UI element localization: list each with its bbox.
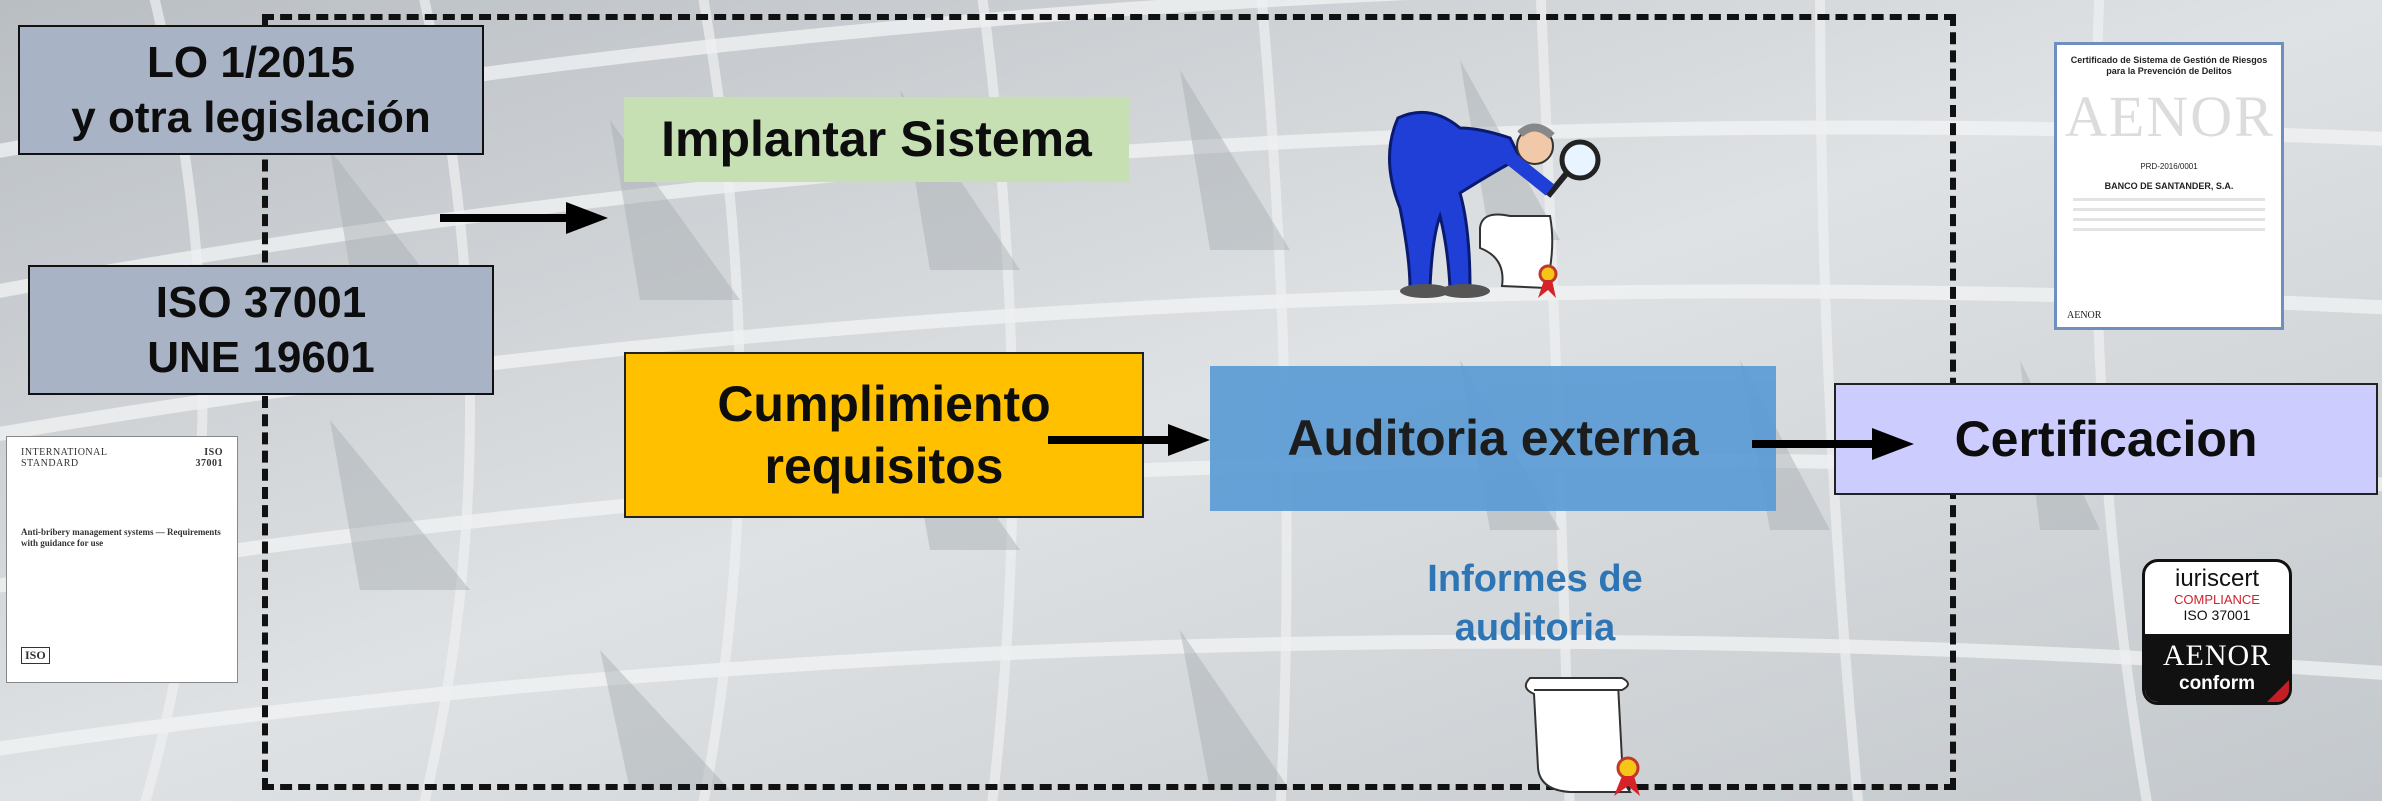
badge-corner [2261, 680, 2289, 702]
certificate-title: Certificado de Sistema de Gestión de Rie… [2070, 55, 2268, 76]
arrow-to-auditoria-icon [1048, 424, 1210, 456]
certificate-text-line [2073, 217, 2265, 221]
certificate-footer: AENOR [2067, 310, 2102, 321]
iso-doc-header-left: INTERNATIONAL STANDARD [21, 447, 108, 469]
implantar-label: Implantar Sistema [661, 111, 1092, 168]
legislation-line-2: y otra legislación [71, 93, 431, 142]
certificate-text-line [2073, 197, 2265, 201]
badge-compliance: COMPLIANCE [2174, 592, 2260, 608]
auditoria-externa-box: Auditoria externa [1210, 366, 1776, 511]
cumplimiento-line-2: requisitos [764, 438, 1004, 494]
arrow-to-implantar-icon [440, 202, 608, 234]
scroll-seal-icon [1524, 676, 1640, 796]
iso-standards-box: ISO 37001 UNE 19601 [28, 265, 494, 395]
arrow-to-certificacion-icon [1752, 428, 1914, 460]
badge-conform: conform [2179, 673, 2255, 694]
cumplimiento-line-1: Cumplimiento [717, 375, 1051, 432]
cumplimiento-requisitos-box: Cumplimiento requisitos [624, 352, 1144, 518]
badge-brand: iuriscert [2174, 565, 2259, 592]
certificacion-label: Certificacion [1954, 410, 2258, 467]
implantar-sistema-box: Implantar Sistema [624, 97, 1129, 182]
informes-line-2: auditoria [1454, 607, 1616, 650]
legislation-box: LO 1/2015 y otra legislación [18, 25, 484, 155]
auditoria-label: Auditoria externa [1287, 410, 1699, 467]
certificate-holder: BANCO DE SANTANDER, S.A. [2104, 180, 2234, 191]
aenor-badge-icon: iuriscert COMPLIANCE ISO 37001 AENOR con… [2142, 559, 2292, 705]
informes-auditoria-label: Informes de auditoria [1420, 555, 1650, 654]
badge-aenor: AENOR [2162, 639, 2272, 672]
certificate-watermark: AENOR [2065, 83, 2275, 149]
iso-doc-title: Anti-bribery management systems — Requir… [21, 527, 221, 548]
informes-line-1: Informes de [1427, 558, 1643, 600]
iso-37001-document-thumbnail: INTERNATIONAL STANDARD ISO 37001 Anti-br… [6, 436, 238, 683]
iso-line-2: UNE 19601 [147, 333, 375, 382]
inspector-magnifier-icon [1388, 110, 1601, 298]
iso-doc-header-right: ISO 37001 [195, 447, 223, 469]
certificate-text-line [2073, 207, 2265, 211]
badge-standard: ISO 37001 [2183, 606, 2251, 623]
iso-doc-logo: ISO [21, 647, 50, 664]
certificate-text-line [2073, 227, 2265, 231]
iso-line-1: ISO 37001 [155, 278, 367, 327]
certificacion-box: Certificacion [1834, 383, 2378, 495]
aenor-certificate-thumbnail: Certificado de Sistema de Gestión de Rie… [2054, 42, 2284, 330]
certificate-code: PRD-2016/0001 [2140, 161, 2198, 171]
legislation-line-1: LO 1/2015 [147, 38, 355, 87]
